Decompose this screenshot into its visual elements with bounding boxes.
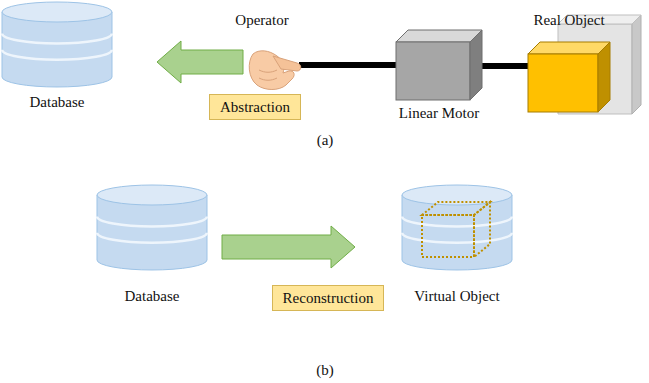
flow-arrow — [222, 226, 355, 268]
shape-outline — [245, 40, 303, 92]
cylinder-band — [97, 216, 207, 226]
figure-label: Linear Motor — [399, 105, 479, 122]
cylinder-top — [402, 185, 512, 205]
cylinder-body — [402, 195, 512, 270]
cylinder-body — [97, 195, 207, 270]
hand-knuckles — [259, 70, 277, 80]
motor-figure: Linear Motor — [396, 30, 482, 100]
box-label: Reconstruction — [283, 289, 374, 307]
cube-top — [528, 42, 610, 54]
virtual-cube-front — [422, 215, 474, 257]
figure-label: Virtual Object — [414, 288, 499, 305]
motor-side — [470, 30, 482, 100]
shape-outline — [2, 2, 112, 87]
process-box: Abstraction — [209, 94, 301, 120]
cylinder-band — [402, 233, 512, 243]
figure-label: Operator — [235, 12, 288, 29]
cube-front — [528, 54, 598, 112]
database-cylinder: Database — [2, 2, 112, 87]
cube-side — [598, 42, 610, 112]
box-label: Abstraction — [220, 98, 290, 116]
cylinder-band — [2, 33, 112, 43]
hand-finger — [273, 56, 301, 71]
motor-top — [396, 30, 482, 42]
shape-outline — [402, 185, 512, 270]
virtual-cube-side — [474, 202, 490, 257]
process-box: Reconstruction — [272, 285, 385, 311]
cylinder-top — [2, 2, 112, 22]
cylinder-top — [97, 185, 207, 205]
shape-outline — [528, 42, 610, 112]
database-cylinder: Database — [97, 185, 207, 270]
cylinder-body — [2, 12, 112, 87]
cylinder-band — [2, 50, 112, 60]
wall-side — [632, 15, 641, 114]
panel-label: (a) — [317, 132, 334, 149]
cylinder-band — [402, 216, 512, 226]
virtual-cube — [422, 202, 490, 257]
shape-outline — [396, 30, 482, 100]
drive-rod — [299, 62, 396, 68]
figure-label: Database — [30, 94, 85, 111]
figure-label: Database — [125, 288, 180, 305]
flow-arrow — [157, 41, 243, 83]
cylinder-band — [97, 233, 207, 243]
figure-label: Real Object — [533, 12, 604, 29]
shape-outline — [97, 185, 207, 270]
object-figure: Real Object — [528, 42, 610, 112]
database-cylinder: Virtual Object — [402, 185, 512, 270]
operator-figure: Operator — [245, 40, 303, 92]
drive-rod — [482, 63, 528, 69]
virtual-cube-top — [422, 202, 490, 215]
motor-front — [396, 42, 470, 100]
panel-label: (b) — [316, 362, 334, 379]
